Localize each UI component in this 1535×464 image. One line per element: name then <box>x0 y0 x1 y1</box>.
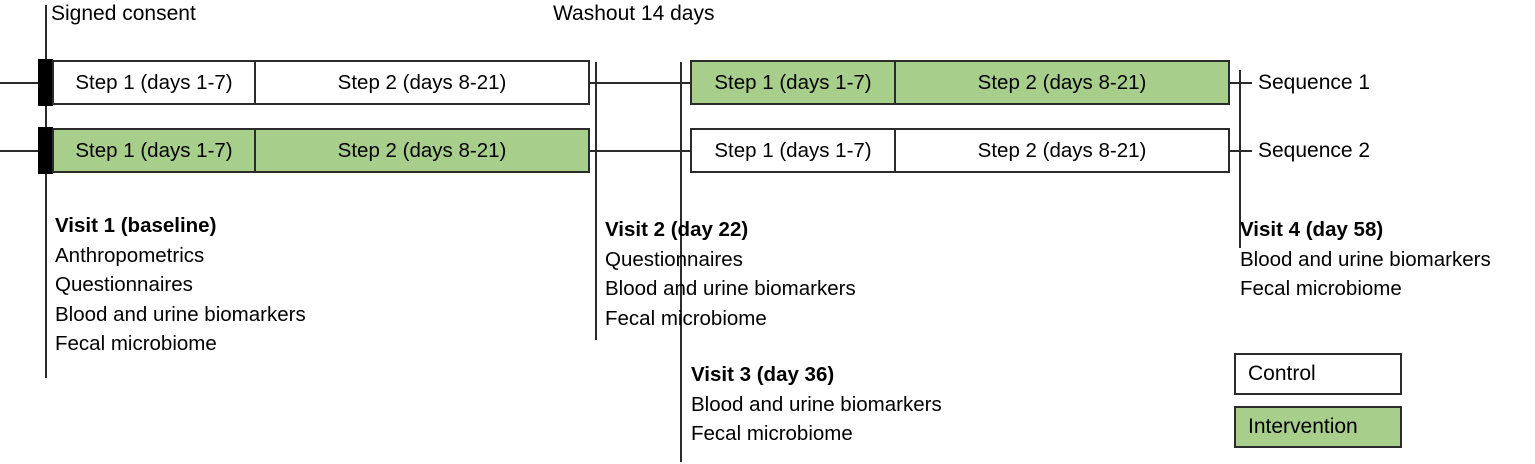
signed-consent-label: Signed consent <box>51 2 196 25</box>
visit-4-item-1: Fecal microbiome <box>1240 277 1402 300</box>
visit-4-block: Visit 4 (day 58) Blood and urine biomark… <box>1240 215 1491 304</box>
legend-control: Control <box>1234 353 1402 395</box>
visit-2-block: Visit 2 (day 22) Questionnaires Blood an… <box>605 215 856 333</box>
visit-2-title: Visit 2 (day 22) <box>605 218 749 241</box>
sequence-label-row1: Sequence 1 <box>1258 71 1371 94</box>
visit-2-item-2: Fecal microbiome <box>605 306 767 330</box>
period1-row2-step1: Step 1 (days 1-7) <box>52 128 256 173</box>
period2-row2-step2: Step 2 (days 8-21) <box>894 128 1230 173</box>
washout-label: Washout 14 days <box>553 2 715 25</box>
visit-2-item-0: Questionnaires <box>605 247 743 271</box>
visit-3-title: Visit 3 (day 36) <box>691 363 835 386</box>
randomization-marker-row1 <box>38 59 53 106</box>
visit-1-item-0: Anthropometrics <box>55 243 205 267</box>
visit-1-title: Visit 1 (baseline) <box>55 214 217 237</box>
period1-row1-step1: Step 1 (days 1-7) <box>52 60 256 105</box>
period2-row1-step2: Step 2 (days 8-21) <box>894 60 1230 105</box>
period1-row1-step2: Step 2 (days 8-21) <box>254 60 590 105</box>
legend-intervention: Intervention <box>1234 406 1402 448</box>
visit-1-item-3: Fecal microbiome <box>55 332 217 355</box>
period1-row2-step2: Step 2 (days 8-21) <box>254 128 590 173</box>
period2-row2-step1: Step 1 (days 1-7) <box>690 128 896 173</box>
visit-4-item-0: Blood and urine biomarkers <box>1240 247 1491 271</box>
visit-2-item-1: Blood and urine biomarkers <box>605 277 856 300</box>
visit-3-block: Visit 3 (day 36) Blood and urine biomark… <box>691 360 942 449</box>
visit-4-title: Visit 4 (day 58) <box>1240 218 1384 241</box>
visit-3-item-1: Fecal microbiome <box>691 422 853 445</box>
visit-1-item-2: Blood and urine biomarkers <box>55 302 306 326</box>
randomization-marker-row2 <box>38 127 53 174</box>
period2-row1-step1: Step 1 (days 1-7) <box>690 60 896 105</box>
sequence-label-row2: Sequence 2 <box>1258 139 1371 162</box>
visit-1-block: Visit 1 (baseline) Anthropometrics Quest… <box>55 211 306 359</box>
visit-3-item-0: Blood and urine biomarkers <box>691 392 942 416</box>
visit-1-item-1: Questionnaires <box>55 273 193 296</box>
